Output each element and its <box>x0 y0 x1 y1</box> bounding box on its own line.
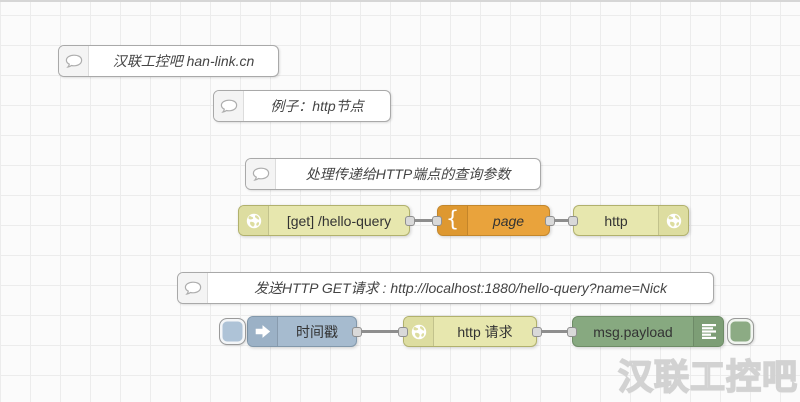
comment-node-query-params[interactable]: 处理传递给HTTP端点的查询参数 <box>245 158 541 190</box>
watermark-text: 汉联工控吧 <box>617 357 798 398</box>
wire[interactable] <box>532 330 572 333</box>
comment-node-example[interactable]: 例子：http节点 <box>213 90 391 122</box>
node-label: [get] /hello-query <box>286 212 392 229</box>
comment-label: 汉联工控吧 han-link.cn <box>112 53 255 69</box>
node-label: http <box>604 212 628 229</box>
node-inject[interactable]: 时间戳 <box>247 316 362 347</box>
node-label: page <box>492 212 525 229</box>
comment-label: 发送HTTP GET请求 : http://localhost:1880/hel… <box>253 280 668 296</box>
comment-label: 处理传递给HTTP端点的查询参数 <box>305 166 511 182</box>
node-debug[interactable]: msg.payload <box>567 316 724 347</box>
node-template[interactable]: { page <box>432 205 555 236</box>
output-port[interactable] <box>545 215 555 226</box>
debug-toggle-button[interactable] <box>727 318 754 345</box>
node-label: 时间戳 <box>296 323 338 340</box>
node-http-in[interactable]: [get] /hello-query <box>238 205 415 236</box>
speech-bubble-icon <box>214 91 244 121</box>
node-label: http 请求 <box>457 323 513 340</box>
brace-icon: { <box>438 206 468 235</box>
list-lines-icon <box>693 317 723 346</box>
inject-button[interactable] <box>219 318 246 345</box>
wire[interactable] <box>405 219 442 222</box>
node-label: msg.payload <box>593 323 673 340</box>
output-port[interactable] <box>405 215 415 226</box>
output-port[interactable] <box>352 326 362 337</box>
comment-label: 例子：http节点 <box>270 98 364 114</box>
input-port[interactable] <box>568 215 578 226</box>
comment-node-get-request[interactable]: 发送HTTP GET请求 : http://localhost:1880/hel… <box>177 272 714 304</box>
speech-bubble-icon <box>246 159 276 189</box>
input-port[interactable] <box>398 326 408 337</box>
comment-node-brand[interactable]: 汉联工控吧 han-link.cn <box>58 45 279 77</box>
speech-bubble-icon <box>59 46 89 76</box>
wire[interactable] <box>545 219 578 222</box>
input-port[interactable] <box>567 326 577 337</box>
inject-arrow-icon <box>248 317 278 346</box>
globe-icon <box>404 317 434 346</box>
globe-icon <box>658 206 688 235</box>
output-port[interactable] <box>532 326 542 337</box>
node-http-response[interactable]: http <box>568 205 689 236</box>
wire[interactable] <box>352 330 408 333</box>
speech-bubble-icon <box>178 273 208 303</box>
globe-icon <box>239 206 269 235</box>
input-port[interactable] <box>432 215 442 226</box>
node-http-request[interactable]: http 请求 <box>398 316 542 347</box>
